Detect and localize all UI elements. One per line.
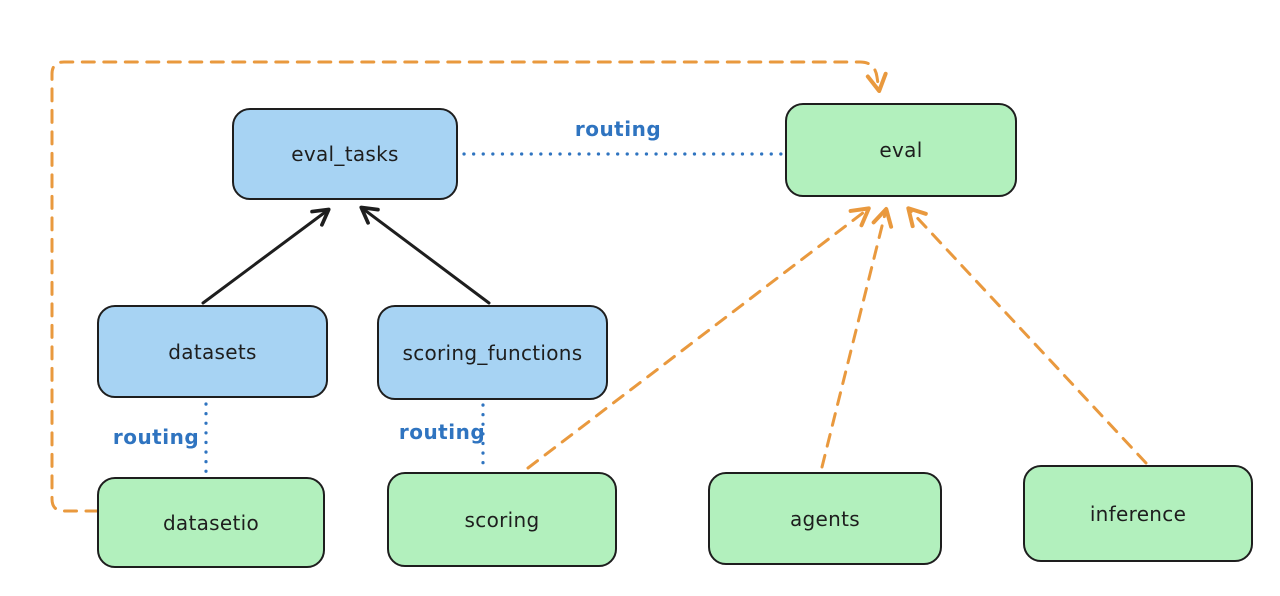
node-eval_tasks-label: eval_tasks	[291, 142, 399, 166]
edge-scoring_functions-to-eval_tasks	[359, 205, 491, 305]
node-scoring_functions-label: scoring_functions	[402, 340, 583, 365]
node-datasets: datasets	[97, 305, 328, 398]
node-datasets-label: datasets	[168, 339, 257, 364]
edge-datasetio-to-eval	[50, 60, 888, 513]
node-scoring_functions: scoring_functions	[377, 305, 608, 400]
routing-label-scoring_functions-scoring: routing	[398, 420, 486, 444]
node-eval: eval	[785, 103, 1017, 197]
node-agents-label: agents	[790, 506, 860, 531]
node-datasetio-label: datasetio	[162, 510, 260, 535]
node-scoring: scoring	[387, 472, 617, 567]
edge-scoring-to-eval	[526, 206, 871, 470]
node-eval-label: eval	[879, 138, 923, 162]
routing-label-eval_tasks-eval: routing	[574, 117, 662, 141]
node-datasetio: datasetio	[97, 477, 325, 568]
node-agents: agents	[708, 472, 942, 565]
edge-datasets-to-eval_tasks	[201, 207, 331, 305]
edge-agents-to-eval	[820, 207, 894, 469]
node-inference-label: inference	[1089, 501, 1187, 526]
routing-label-datasets-datasetio: routing	[112, 425, 200, 449]
node-eval_tasks: eval_tasks	[232, 108, 458, 200]
node-scoring-label: scoring	[464, 507, 540, 532]
edge-inference-to-eval	[906, 206, 1148, 465]
node-inference: inference	[1023, 465, 1253, 562]
